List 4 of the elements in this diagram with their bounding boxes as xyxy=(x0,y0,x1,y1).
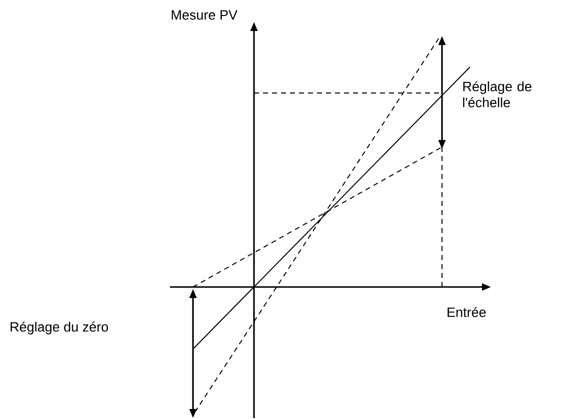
axis-label: Mesure PV xyxy=(172,10,238,20)
axis-label: Réglage de l'échelle xyxy=(463,81,532,108)
axis-label: Entrée xyxy=(448,306,486,318)
axis-label: Réglage du zéro xyxy=(10,322,108,334)
